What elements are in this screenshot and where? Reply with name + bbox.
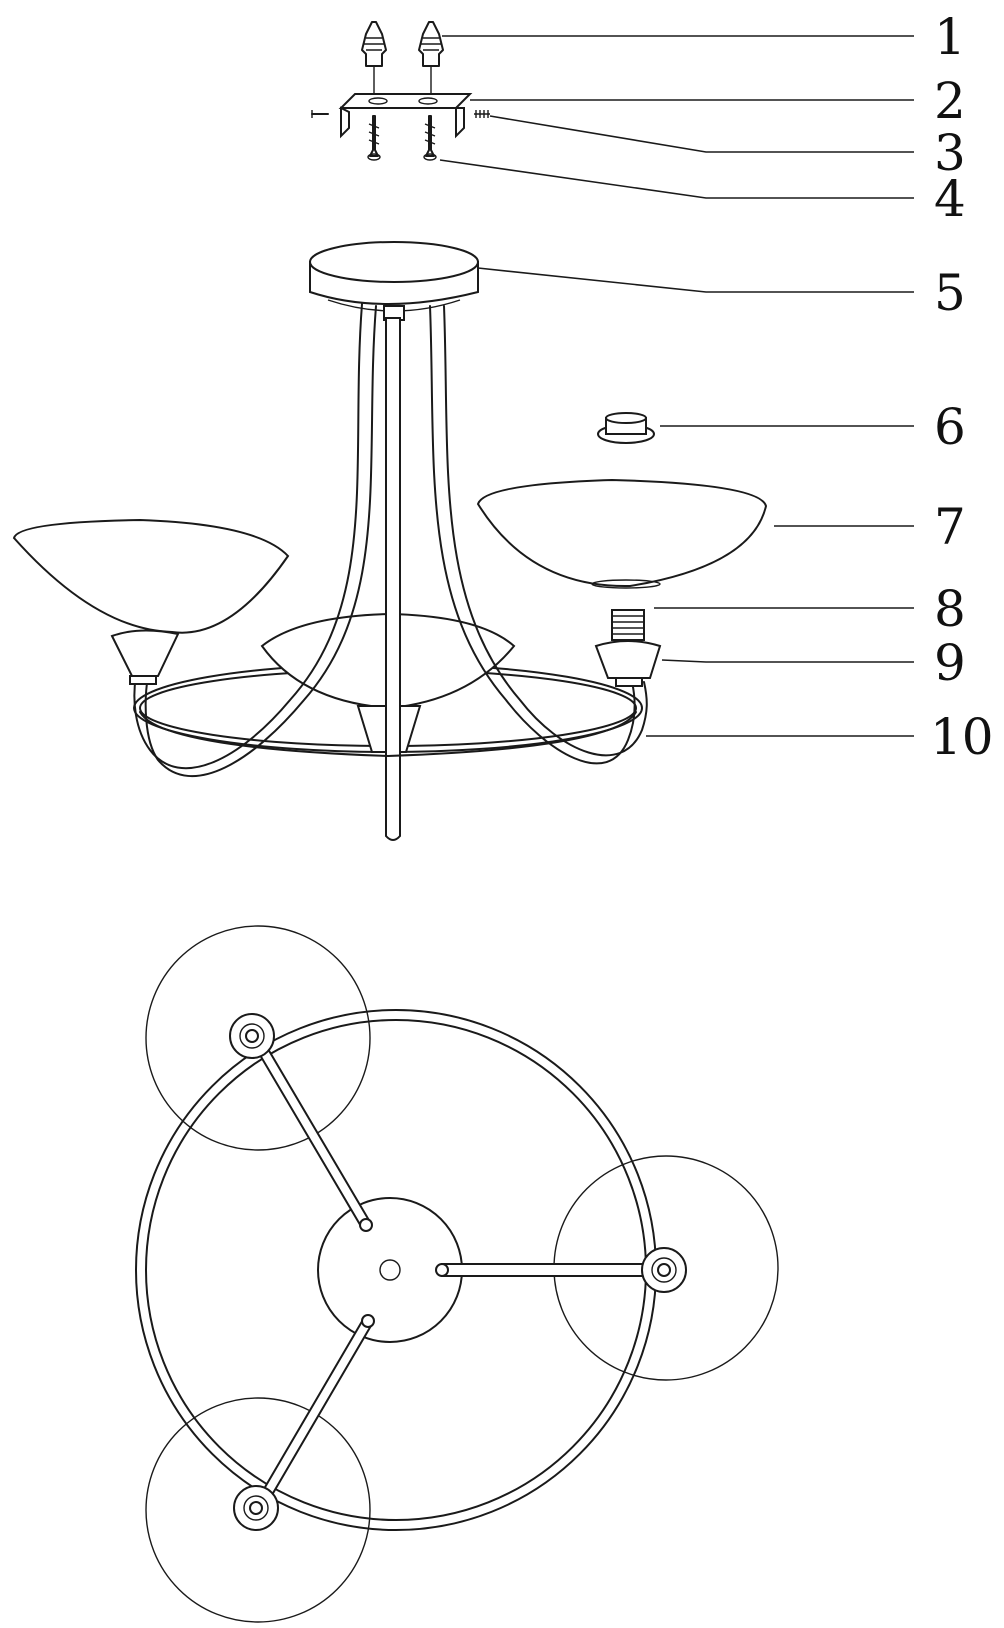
wood-screw-left: [367, 115, 381, 161]
callout-label-1: 1: [934, 8, 966, 66]
mounting-bracket: [338, 93, 473, 139]
wall-plug-left: [361, 21, 387, 96]
chandelier-frame: [133, 303, 648, 841]
shade-ring: [597, 412, 655, 444]
lamp-holder-right: [594, 640, 662, 687]
callout-label-6: 6: [934, 398, 966, 456]
callout-5: 5: [477, 264, 966, 322]
callout-label-5: 5: [934, 264, 966, 322]
top-view-shade-lower-left: [145, 1397, 371, 1623]
wall-plug-right: [418, 21, 444, 96]
wood-screw-right: [423, 115, 437, 161]
bracket-screw-left: [311, 110, 329, 118]
callout-6: 6: [660, 398, 966, 456]
callout-label-9: 9: [934, 634, 966, 692]
callout-1: 1: [442, 8, 966, 66]
callout-10: 10: [646, 708, 994, 766]
callout-4: 4: [439, 159, 966, 228]
top-view-shade-upper-left: [145, 925, 371, 1151]
top-view-arm-right: [441, 1263, 661, 1277]
callout-7: 7: [774, 498, 966, 556]
callout-label-10: 10: [930, 708, 994, 766]
callout-9: 9: [661, 634, 966, 692]
bracket-screw-right: [474, 110, 490, 118]
lamp-holder-left: [110, 629, 180, 685]
glass-shade-left: [12, 518, 290, 634]
callout-label-7: 7: [934, 498, 966, 556]
top-view-arm-lower: [252, 1316, 374, 1514]
ceiling-canopy: [309, 241, 479, 321]
callout-2: 2: [470, 72, 966, 130]
callout-label-8: 8: [934, 580, 966, 638]
top-view: [135, 925, 779, 1623]
callout-label-3: 3: [934, 124, 966, 182]
lamp-socket: [611, 609, 645, 641]
callout-label-2: 2: [934, 72, 966, 130]
callout-8: 8: [654, 580, 966, 638]
top-view-arm-upper: [248, 1030, 372, 1230]
callout-label-4: 4: [934, 170, 966, 228]
callout-3: 3: [489, 115, 966, 182]
glass-shade-right: [476, 478, 768, 589]
